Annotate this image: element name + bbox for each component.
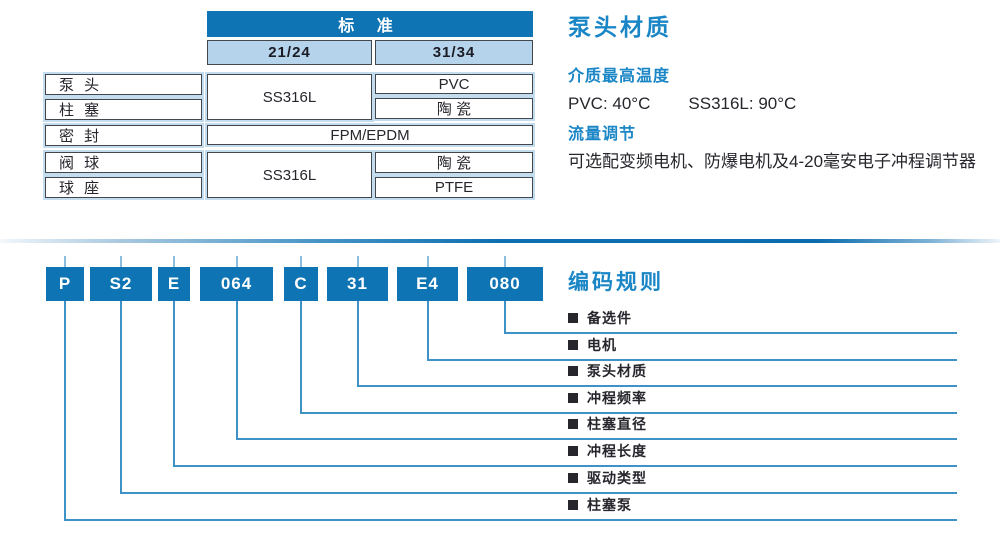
legend-item-options: 备选件 [568,308,632,328]
connector-line [173,465,957,467]
connector-line [300,301,302,414]
connector-line [357,301,359,387]
connector-line [173,301,175,467]
column-header-3134: 31/34 [375,40,533,65]
column-header-2124: 21/24 [207,40,372,65]
code-box-s2: S2 [90,267,152,301]
cell-fpm-epdm: FPM/EPDM [207,125,533,145]
legend-label: 冲程频率 [587,390,647,406]
connector-line [504,332,957,334]
connector-line [427,359,957,361]
bullet-square-icon [568,393,578,403]
code-box-064: 064 [200,267,273,301]
connector-line [236,438,957,440]
bullet-square-icon [568,500,578,510]
bullet-square-icon [568,446,578,456]
legend-item-pump-head-material: 泵头材质 [568,361,647,381]
tick-above-s2 [120,256,122,267]
tick-above-p [64,256,66,267]
cell-pvc: PVC [375,74,533,94]
legend-item-plunger-pump: 柱塞泵 [568,495,632,515]
legend-label: 电机 [587,337,617,353]
bullet-square-icon [568,366,578,376]
section-title-coding-rules: 编码规则 [568,271,664,294]
bullet-square-icon [568,419,578,429]
section-title-pump-head-material: 泵头材质 [568,14,672,40]
cell-ss316l-ball-seat: SS316L [207,152,372,198]
legend-label: 柱塞直径 [587,416,647,432]
temp-pvc: PVC: 40°C [568,94,651,113]
code-box-e4: E4 [397,267,458,301]
heading-flow-adjustment: 流量调节 [568,126,637,143]
cell-ceramic-plunger: 陶 瓷 [375,98,533,119]
heading-max-media-temperature: 介质最高温度 [568,68,671,85]
row-label-valve-ball: 阀 球 [45,152,202,173]
connector-line [120,301,122,494]
bullet-square-icon [568,473,578,483]
connector-line [120,492,957,494]
tick-above-064 [236,256,238,267]
cell-ss316l-head-plunger: SS316L [207,74,372,120]
legend-label: 柱塞泵 [587,497,632,513]
row-label-seal: 密 封 [45,125,202,146]
tick-above-e [173,256,175,267]
legend-item-stroke-frequency: 冲程频率 [568,388,647,408]
tick-above-e4 [427,256,429,267]
code-box-31: 31 [327,267,388,301]
row-label-ball-seat: 球 座 [45,177,202,198]
connector-line [427,301,429,361]
cell-ptfe: PTFE [375,177,533,198]
connector-line [504,301,506,334]
temp-ss316l: SS316L: 90°C [688,94,797,113]
connector-line [64,519,957,521]
legend-item-drive-type: 驱动类型 [568,468,647,488]
tick-above-31 [357,256,359,267]
section-divider [0,239,1000,243]
connector-line [64,301,66,521]
row-label-pump-head: 泵 头 [45,74,202,95]
legend-label: 泵头材质 [587,363,647,379]
legend-item-motor: 电机 [568,335,617,355]
legend-item-stroke-length: 冲程长度 [568,441,647,461]
code-box-e: E [158,267,190,301]
legend-label: 冲程长度 [587,443,647,459]
connector-line [300,412,957,414]
connector-line [357,385,957,387]
row-label-plunger: 柱 塞 [45,99,202,120]
table-header-standard: 标 准 [207,11,533,37]
tick-above-080 [504,256,506,267]
legend-label: 驱动类型 [587,470,647,486]
bullet-square-icon [568,340,578,350]
code-box-p: P [46,267,84,301]
tick-above-c [300,256,302,267]
flow-adjustment-text: 可选配变频电机、防爆电机及4-20毫安电子冲程调节器 [568,152,977,171]
legend-item-plunger-diameter: 柱塞直径 [568,414,647,434]
code-box-080: 080 [467,267,543,301]
legend-label: 备选件 [587,310,632,326]
connector-line [236,301,238,440]
temperature-values: PVC: 40°C SS316L: 90°C [568,88,796,119]
cell-ceramic-ball: 陶 瓷 [375,152,533,173]
bullet-square-icon [568,313,578,323]
code-box-c: C [284,267,318,301]
